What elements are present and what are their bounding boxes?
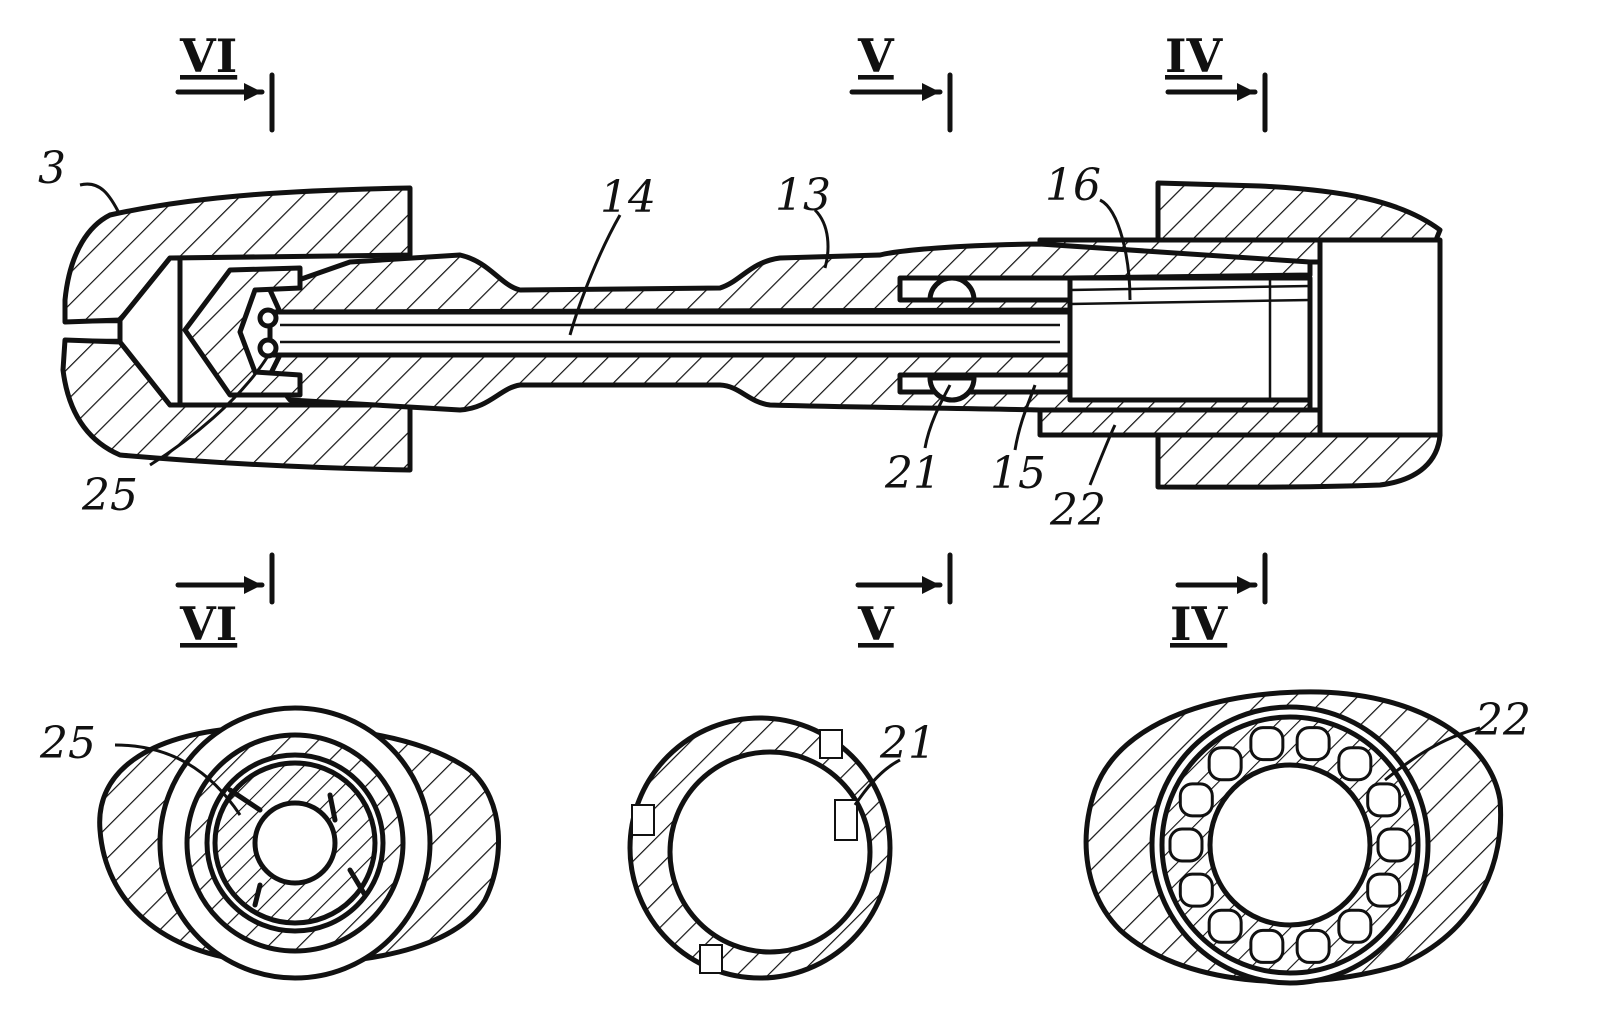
ref-14: 14 <box>600 172 656 223</box>
hole-21-upper <box>927 275 977 303</box>
ref-22-section: 22 <box>1474 695 1531 746</box>
leader-16 <box>1099 198 1132 301</box>
chamber-16 <box>1067 275 1313 403</box>
nozzle-tip-insert <box>182 265 303 398</box>
section-v-view <box>627 715 901 981</box>
shaft-13-upper-wall <box>267 241 1313 315</box>
shaft-13-lower-wall <box>267 352 1313 413</box>
section-marker-iv-top <box>1165 72 1268 133</box>
right-housing-upper <box>1155 180 1443 243</box>
section-marker-iv-bottom <box>1175 552 1268 605</box>
bearing-ball <box>1337 908 1373 944</box>
ref-15: 15 <box>990 448 1046 499</box>
leader-22 <box>1088 424 1117 486</box>
left-housing-lower <box>60 337 413 473</box>
hole-21-lower <box>927 375 977 403</box>
bearing-ball <box>1366 782 1402 818</box>
bearing-ball <box>1178 872 1214 908</box>
ref-25-section: 25 <box>39 718 96 769</box>
section-iv-bearing-balls <box>1168 726 1412 964</box>
bearing-ball <box>1295 928 1331 964</box>
ref-3: 3 <box>38 143 66 194</box>
bearing-ball <box>1295 726 1331 762</box>
ref-21-main: 21 <box>884 448 941 499</box>
nozzle-cone <box>117 255 183 408</box>
ref-22-main: 22 <box>1049 485 1106 536</box>
bearing-ball <box>1207 908 1243 944</box>
section-label-v-top: V <box>857 29 895 83</box>
right-housing-bore <box>1317 237 1443 438</box>
left-housing-upper <box>62 185 413 325</box>
section-label-iv-bottom: IV <box>1170 597 1229 651</box>
axial-bore-14 <box>267 309 1073 358</box>
ref-13: 13 <box>775 170 831 221</box>
right-housing-lower <box>1155 432 1443 490</box>
leader-13 <box>813 208 830 269</box>
section-label-v-bottom: V <box>857 597 895 651</box>
section-label-vi-top: VI <box>179 29 237 83</box>
leader-25 <box>149 355 270 467</box>
section-iv-view <box>1083 689 1504 986</box>
leader-15 <box>1013 384 1037 451</box>
leader-3 <box>79 182 122 216</box>
bearing-ball <box>1366 872 1402 908</box>
bearing-ball <box>1178 782 1214 818</box>
sleeve-22-lower <box>1037 407 1323 438</box>
bearing-ball <box>1168 827 1204 863</box>
section-vi-view <box>97 705 501 981</box>
nozzle-orifice-25 <box>257 337 279 359</box>
leader-21 <box>923 384 952 449</box>
section-label-vi-bottom: VI <box>179 597 237 651</box>
section-marker-vi-bottom <box>175 552 275 605</box>
section-label-iv-top: IV <box>1165 29 1224 83</box>
nozzle-orifice-upper <box>257 307 279 329</box>
ref-21-section: 21 <box>879 718 936 769</box>
section-marker-v-top <box>849 72 953 133</box>
section-marker-v-bottom <box>855 552 953 605</box>
bearing-ball <box>1249 928 1285 964</box>
ref-16: 16 <box>1045 160 1101 211</box>
bearing-ball <box>1249 726 1285 762</box>
bearing-ball <box>1376 827 1412 863</box>
section-marker-vi-top <box>175 72 275 133</box>
bearing-ball <box>1337 746 1373 782</box>
leader-14 <box>568 214 622 336</box>
ref-25-main: 25 <box>81 470 138 521</box>
bearing-ball <box>1207 746 1243 782</box>
leader-22-section <box>1384 726 1481 782</box>
